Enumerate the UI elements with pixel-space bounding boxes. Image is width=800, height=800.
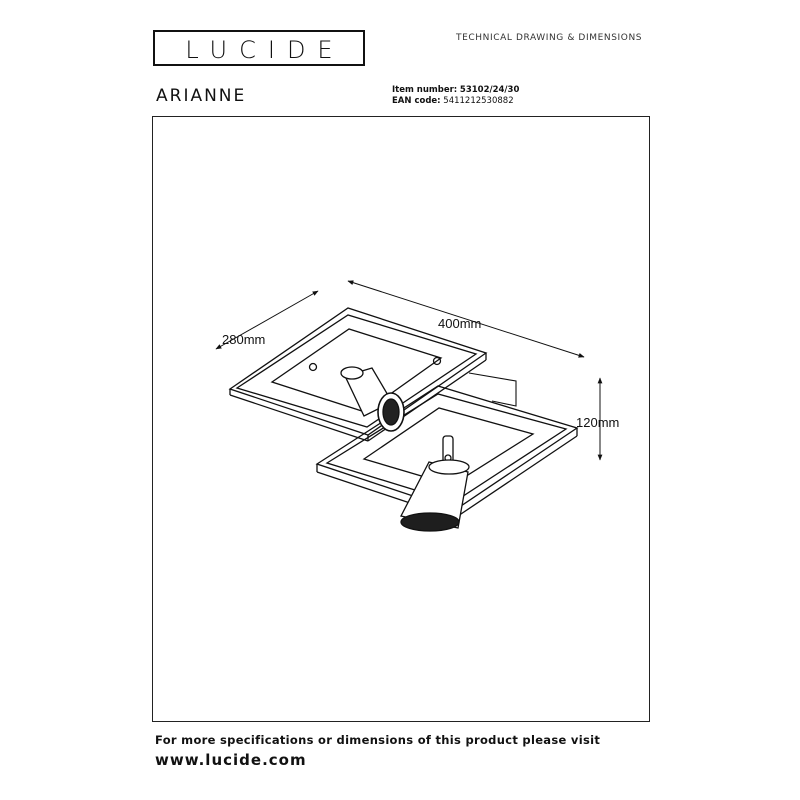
product-name: ARIANNE — [156, 86, 247, 106]
ean-value: 5411212530882 — [443, 96, 514, 106]
brand-logo: LUCIDE — [153, 30, 365, 66]
item-number-label: Item number: — [392, 85, 458, 95]
spotlight-lower — [400, 435, 470, 532]
document-type: TECHNICAL DRAWING & DIMENSIONS — [456, 33, 643, 43]
technical-drawing: 280mm 400mm 120mm — [215, 280, 619, 532]
dimension-depth-label: 280mm — [222, 332, 265, 347]
dimension-height-label: 120mm — [576, 415, 619, 430]
item-number-line: Item number: 53102/24/30 — [392, 85, 519, 95]
footer-text: For more specifications or dimensions of… — [155, 733, 601, 747]
dimension-depth-line — [215, 290, 319, 350]
item-number-value: 53102/24/30 — [459, 85, 520, 95]
ean-label: EAN code: — [392, 96, 441, 106]
footer-url[interactable]: www.lucide.com — [155, 751, 307, 769]
spotlight-upper — [340, 366, 405, 432]
drawing-frame — [152, 116, 650, 722]
logo-text: LUCIDE — [185, 36, 345, 64]
dimension-width-line — [347, 280, 585, 358]
ean-line: EAN code: 5411212530882 — [392, 96, 514, 106]
dimension-width-label: 400mm — [438, 316, 481, 331]
